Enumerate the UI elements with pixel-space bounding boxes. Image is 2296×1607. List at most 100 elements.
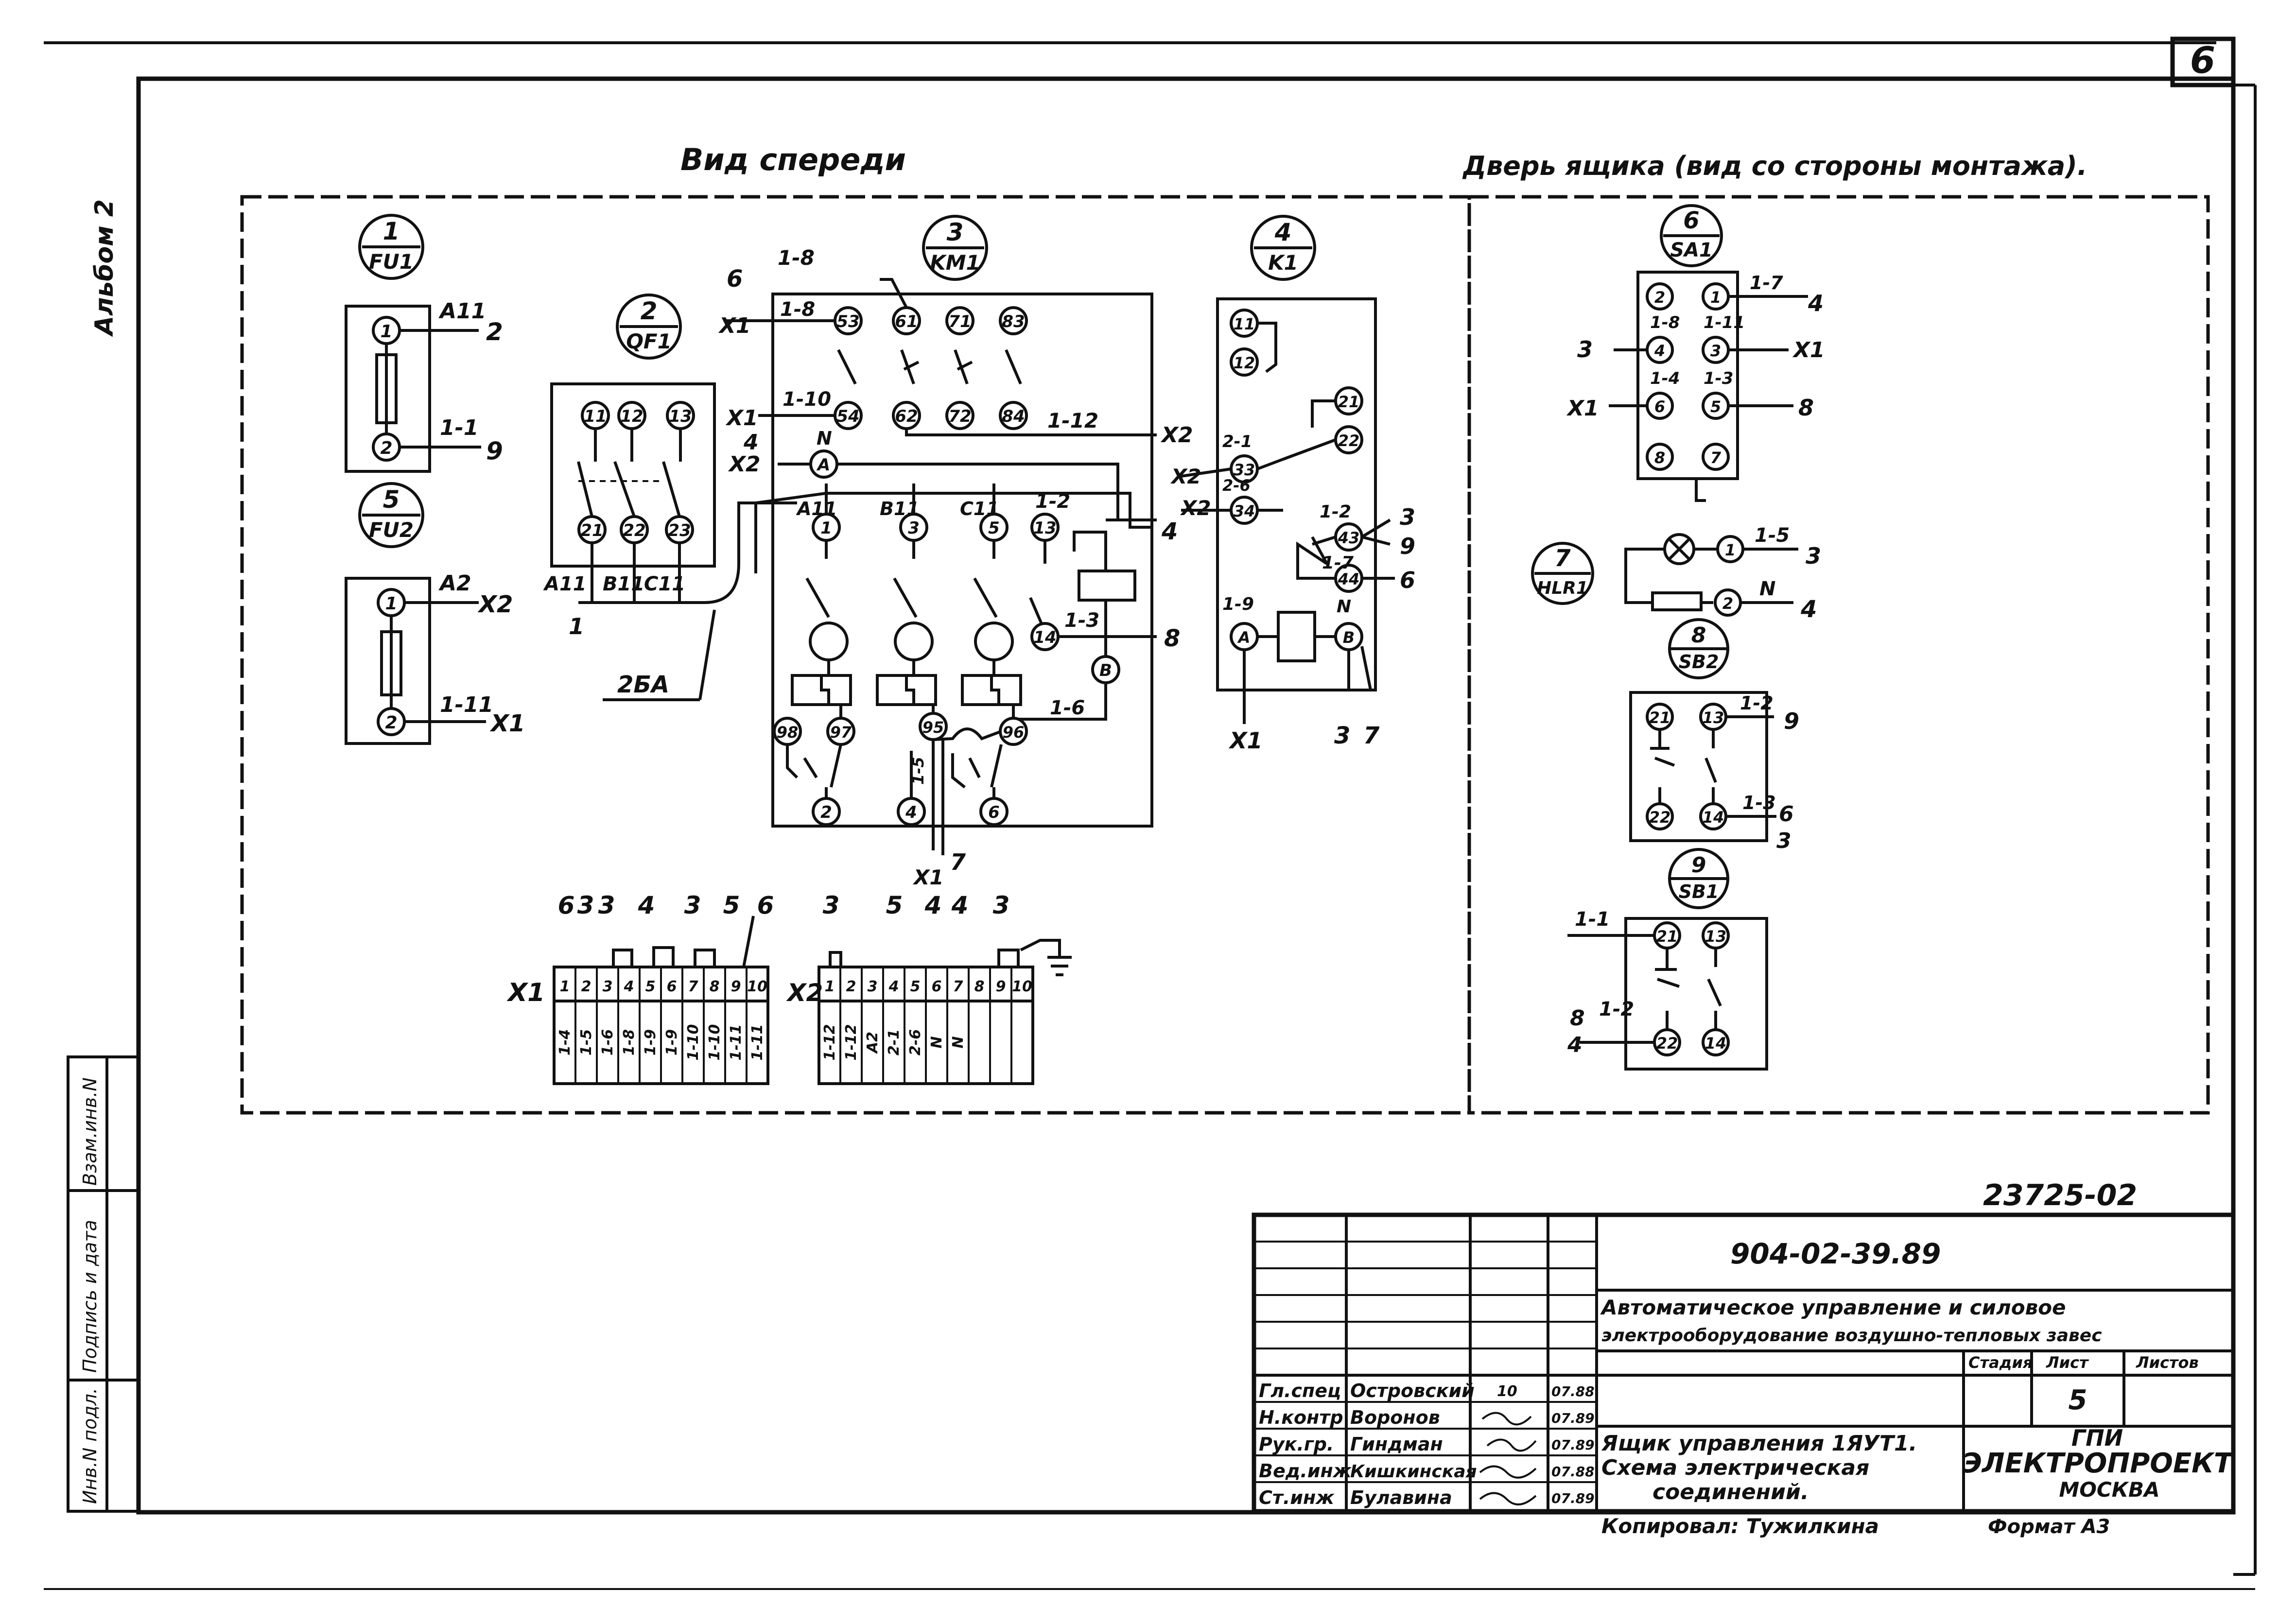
k1-w19: 1-9 [1222,594,1254,614]
col-sheets: Листов [2136,1353,2199,1372]
sig-role-4: Ст.инж [1259,1487,1335,1508]
sb1-t13: 13 [1705,927,1727,946]
sig-name-4: Булавина [1350,1487,1452,1508]
sheet-no: 5 [2069,1384,2087,1416]
sheet-title-1: Ящик управления 1ЯУТ1. [1601,1431,1917,1456]
k1-d6: 6 [1400,567,1415,593]
terminal-number: 3 [868,978,878,995]
sb2-w13: 1-3 [1742,792,1776,813]
title-block [1252,1212,2236,1514]
sig-date-0: 07.88 [1551,1383,1595,1400]
km1-phase-b: B11 [880,498,920,519]
hlr1-d3: 3 [1806,543,1821,569]
terminal-top-label: 5 [886,891,903,919]
km1-aux-top-53: 53 [836,312,859,331]
view-front-title: Вид спереди [680,142,906,177]
k1-w17: 1-7 [1322,553,1354,573]
km1-lx2: X2 [728,452,761,477]
lamp-hlr1 [1531,533,1798,617]
terminal-number: 4 [624,978,634,995]
sa1-x1r: X1 [1792,338,1825,363]
sig-date-4: 07.89 [1551,1490,1595,1506]
terminal-number: 9 [731,978,741,995]
copied-by: Копировал: Тужилкина [1601,1514,1879,1538]
km1-th-98: 98 [777,723,799,742]
sa1-number: 6 [1683,207,1699,234]
project-title-1: Автоматическое управление и силовое [1600,1296,2066,1319]
terminal-top-label: 3 [577,891,594,919]
sa1-t8: 8 [1654,449,1665,467]
km1-l18: 1-8 [778,246,815,270]
km1-lx1c: X1 [912,865,944,889]
terminal-top-label: 5 [723,891,740,919]
fu2-term-2: 2 [385,713,397,733]
km1-number: 3 [947,218,964,246]
sig-sig-0: 10 [1497,1383,1517,1400]
org-3: МОСКВА [2059,1478,2159,1502]
qf1-top-3: 13 [669,407,692,426]
k1-w21: 2-1 [1222,432,1252,451]
km1-coil-b: B [1099,661,1112,680]
sig-name-3: Кишкинская [1350,1462,1477,1482]
hlr1-number: 7 [1554,545,1571,572]
sa1-t3: 3 [1710,342,1721,360]
km1-aux-top-61: 61 [895,312,918,331]
terminal-wire-label: 1-5 [578,1029,595,1055]
km1-out-2: 2 [820,803,832,822]
fu2-tag: FU2 [369,518,414,542]
fu1-dest-1: 2 [486,318,503,346]
km1-l4b: 4 [1161,518,1178,545]
fu2-wire-2: 1-11 [440,692,493,717]
sb2-t13: 13 [1703,708,1724,727]
hlr1-tag: HLR1 [1537,578,1588,598]
km1-lN: N [817,428,832,449]
terminal-wire-label: 1-8 [621,1029,638,1055]
terminal-wire-label: 1-4 [557,1029,574,1055]
fu2-dest-1: X2 [477,591,513,618]
km1-lx2b: X2 [1160,423,1193,448]
km1-th-96: 96 [1003,723,1025,742]
k1-term-44: 44 [1338,570,1360,588]
sa1-w17: 1-7 [1750,272,1783,294]
album-label: Альбом 2 [90,199,119,337]
terminal-number: 7 [953,978,963,995]
km1-aux-top-83: 83 [1002,312,1025,331]
km1-main-14: 14 [1033,628,1056,647]
fu1-wire-2: 1-1 [440,415,479,440]
fuse-fu2 [345,482,486,745]
page-number: 6 [2190,39,2215,82]
sig-date-1: 07.89 [1551,1410,1595,1426]
sig-name-1: Воронов [1350,1407,1440,1428]
terminal-wire-label: 1-11 [749,1024,766,1060]
sb1-d4: 4 [1567,1033,1583,1057]
sa1-t4: 4 [1654,342,1665,360]
sb1-t22: 22 [1656,1034,1678,1053]
qf1-bot-1: 21 [580,521,603,540]
sb1-tag: SB1 [1679,881,1719,902]
doc-code: 904-02-39.89 [1730,1237,1941,1270]
fu1-term-1: 1 [380,322,392,342]
terminal-number: 6 [667,978,677,995]
qf1-tag: QF1 [626,329,672,353]
terminal-top-label: 4 [638,891,655,919]
terminal-top-label: 3 [823,891,840,919]
fu2-number: 5 [383,485,400,514]
sheet-title-3: соединений. [1652,1480,1809,1504]
k1-x2a: X2 [1170,465,1201,488]
sb2-t21: 21 [1649,708,1671,727]
side-stamp [67,1055,140,1513]
km1-l12: 1-2 [1035,490,1070,513]
hlr1-w15: 1-5 [1755,524,1790,547]
sig-date-3: 07.88 [1551,1464,1595,1480]
side-stamp-inv: Инв.N подл. [79,1388,101,1504]
button-sb2 [1629,618,1776,842]
terminal-number: 10 [1012,978,1032,995]
km1-phase-a: A11 [796,498,837,519]
km1-main-5: 5 [988,518,1000,538]
k1-d9: 9 [1400,533,1415,559]
terminal-wire-label: 1-11 [728,1024,745,1060]
km1-l6: 6 [727,265,743,293]
km1-aux-bot-54: 54 [836,407,859,426]
